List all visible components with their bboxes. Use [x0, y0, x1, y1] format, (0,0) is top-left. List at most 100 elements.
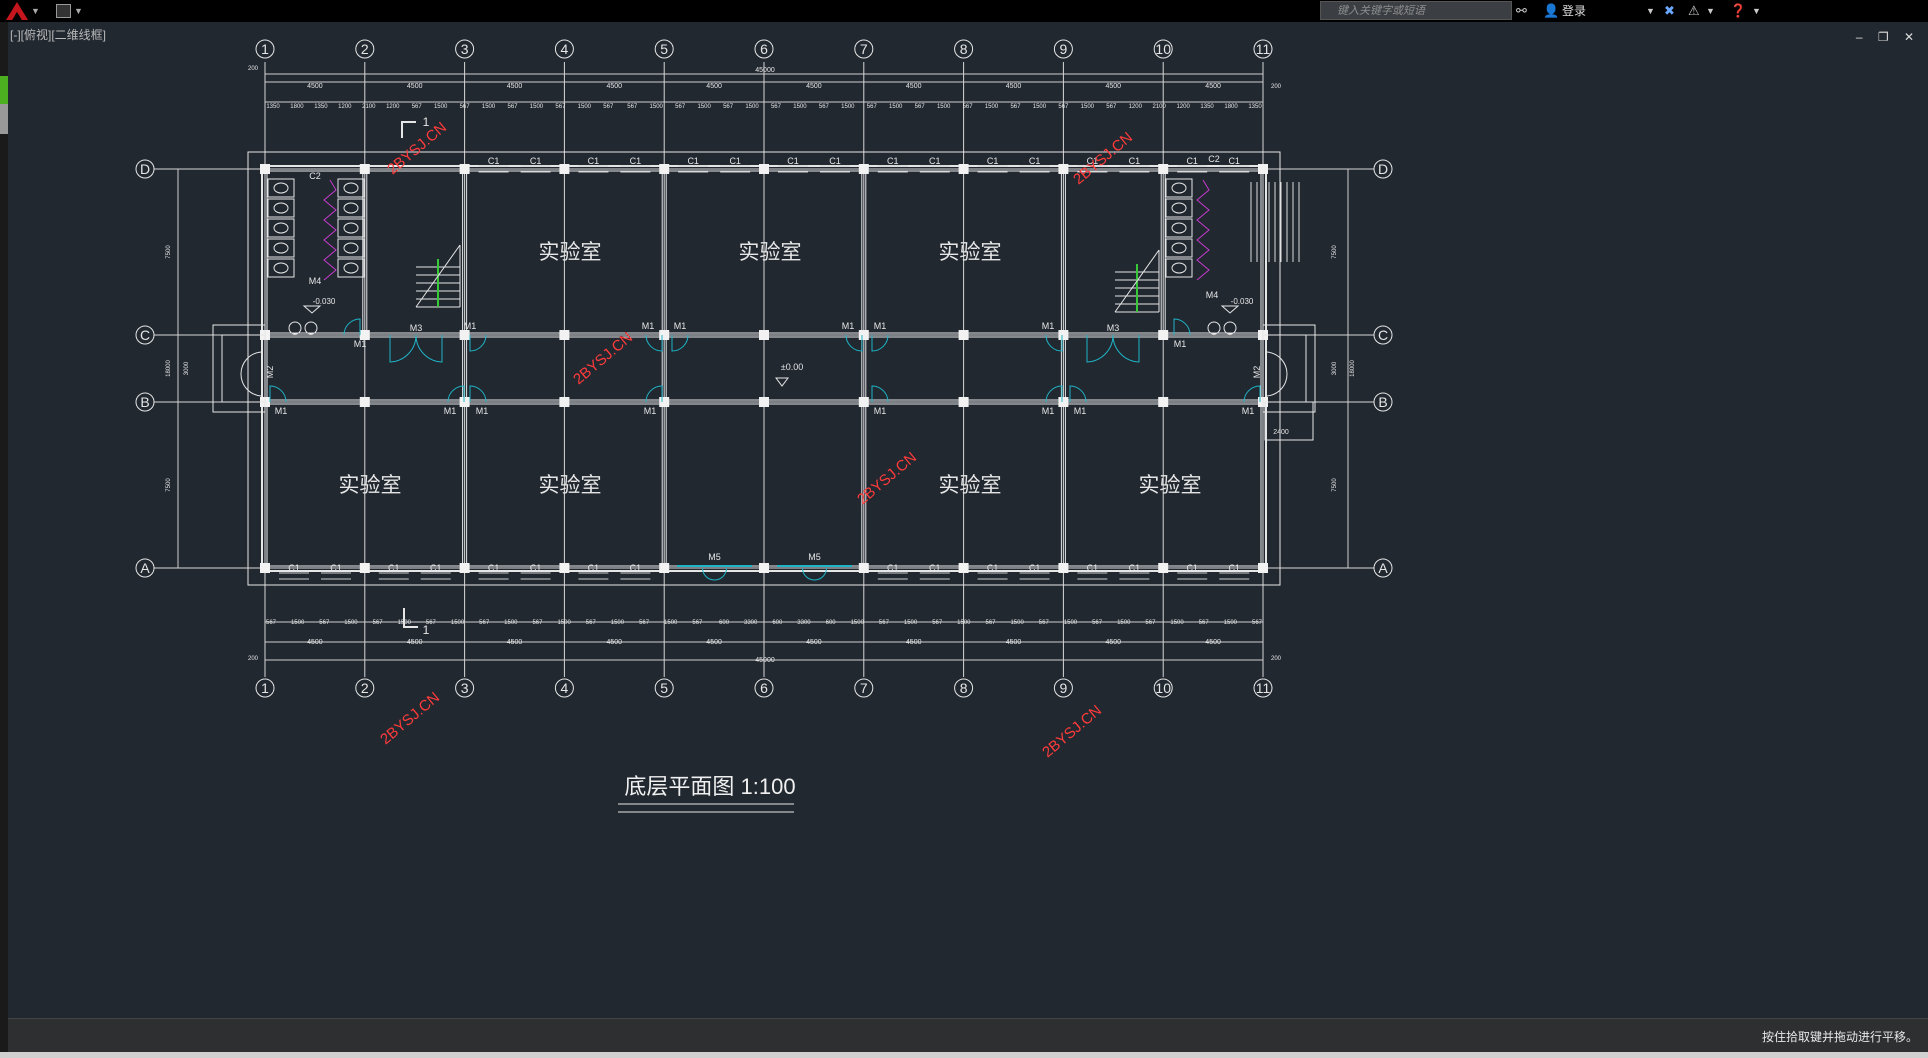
door-m1	[871, 385, 889, 403]
dim-bay-top: 4500	[507, 83, 523, 90]
toilet-fixture	[1171, 202, 1187, 214]
viewport-controls-label[interactable]: [-][俯视][二维线框]	[10, 28, 107, 42]
window-label: C1	[288, 563, 300, 573]
watermark: 2BYSJ.CN	[377, 689, 443, 748]
dim-detail-bottom: 567	[266, 620, 277, 626]
structural-column	[958, 330, 969, 340]
dim-200: 200	[248, 66, 259, 72]
dim-detail-top: 567	[460, 104, 471, 110]
structural-column	[359, 330, 370, 340]
dim-detail-bottom: 567	[1039, 620, 1050, 626]
door-label-m4: M4	[309, 276, 322, 286]
porch-west-inner	[221, 334, 266, 403]
axis-bubble	[455, 678, 475, 698]
dim-detail-top: 1200	[386, 104, 400, 110]
stair-break	[1114, 249, 1160, 313]
toilet-stall	[1165, 218, 1193, 238]
partition-hatch	[1196, 179, 1210, 281]
door-label-m1: M1	[275, 406, 288, 416]
door-m1	[469, 334, 487, 352]
door-m1	[1243, 385, 1261, 403]
axis-bubble	[455, 39, 475, 59]
window-label: C1	[787, 156, 799, 166]
axis-bubble	[1153, 39, 1173, 59]
axis-col-label: 8	[960, 680, 968, 696]
elevation-marker	[775, 377, 789, 387]
dim-detail-top: 1800	[1224, 104, 1238, 110]
axis-bubble	[135, 159, 155, 179]
axis-bubble	[954, 39, 974, 59]
toilet-fixture	[1171, 222, 1187, 234]
dim-detail-top: 1500	[937, 104, 951, 110]
axis-bubble	[255, 39, 275, 59]
login-button[interactable]: 登录	[1562, 4, 1587, 18]
axis-bubble	[954, 678, 974, 698]
dim-bay-top: 4500	[906, 83, 922, 90]
dim-detail-top: 567	[1058, 104, 1069, 110]
window-label: C1	[488, 563, 500, 573]
door-m1	[871, 334, 889, 352]
door-label-m5: M5	[808, 552, 821, 562]
structural-column	[1158, 164, 1169, 174]
section-mark	[401, 121, 416, 138]
a360-icon[interactable]: ⚠	[1688, 3, 1700, 18]
door-swing	[802, 567, 827, 581]
dim-bay-bottom: 4500	[607, 639, 623, 646]
structural-column	[858, 563, 869, 573]
binoculars-icon[interactable]: ⚯	[1516, 3, 1527, 18]
toilet-fixture	[1171, 262, 1187, 274]
search-input[interactable]: 键入关键字或短语	[1320, 1, 1512, 20]
app-menu-button[interactable]: ▼	[6, 2, 48, 20]
room-label: 实验室	[1139, 474, 1202, 497]
structural-column	[260, 563, 270, 573]
room-label: 实验室	[539, 241, 602, 264]
axis-bubble	[754, 39, 774, 59]
axis-row-label: B	[1378, 394, 1387, 410]
left-edge-tab[interactable]	[0, 76, 8, 104]
help-icon[interactable]: ❓	[1730, 3, 1747, 18]
window-label: C1	[1228, 563, 1240, 573]
window-label: C1	[1228, 156, 1240, 166]
structural-column	[559, 164, 570, 174]
dim-bay-bottom: 4500	[806, 639, 822, 646]
dim-total-top: 45000	[755, 67, 775, 74]
window-label: C1	[530, 156, 542, 166]
axis-bubble	[135, 392, 155, 412]
left-edge-tab-2[interactable]	[0, 104, 8, 134]
dim-detail-bottom: 600	[719, 620, 730, 626]
dim-detail-bottom: 3300	[744, 620, 758, 626]
door-label-m1: M1	[1242, 406, 1255, 416]
window-label: C1	[430, 563, 442, 573]
floor-drain-icon	[1223, 321, 1237, 335]
quick-access-button[interactable]: ▼	[56, 2, 92, 20]
dim-detail-bottom: 567	[1252, 620, 1263, 626]
window-label: C1	[1186, 563, 1198, 573]
stair-break	[415, 244, 461, 308]
chevron-down-icon[interactable]: ▼	[1646, 6, 1655, 16]
chevron-down-icon[interactable]: ▼	[1752, 6, 1761, 16]
chevron-down-icon[interactable]: ▼	[1706, 6, 1715, 16]
left-edge-panel	[0, 22, 8, 1058]
door-label-m1: M1	[674, 321, 687, 331]
axis-col-label: 7	[860, 41, 868, 57]
floor-drain-icon	[1207, 321, 1221, 335]
axis-row-label: A	[1378, 560, 1388, 576]
door-m1	[447, 385, 465, 403]
door-label-m2: M2	[1252, 366, 1262, 379]
door-m1	[469, 385, 487, 403]
axis-col-label: 8	[960, 41, 968, 57]
room-label: 实验室	[539, 474, 602, 497]
axis-bubble	[1053, 39, 1073, 59]
dim-depth-right: 7500	[1332, 245, 1338, 259]
dim-detail-top: 2100	[1153, 104, 1167, 110]
viewport-window-controls[interactable]: – ❐ ✕	[1855, 30, 1920, 44]
axis-bubble	[1373, 325, 1393, 345]
window-label: C1	[687, 156, 699, 166]
window-label: C1	[588, 156, 600, 166]
structural-column	[958, 397, 969, 407]
exchange-icon[interactable]: ✖	[1664, 3, 1675, 18]
structural-column	[459, 164, 470, 174]
room-label: 实验室	[339, 474, 402, 497]
door-label-m1: M1	[444, 406, 457, 416]
